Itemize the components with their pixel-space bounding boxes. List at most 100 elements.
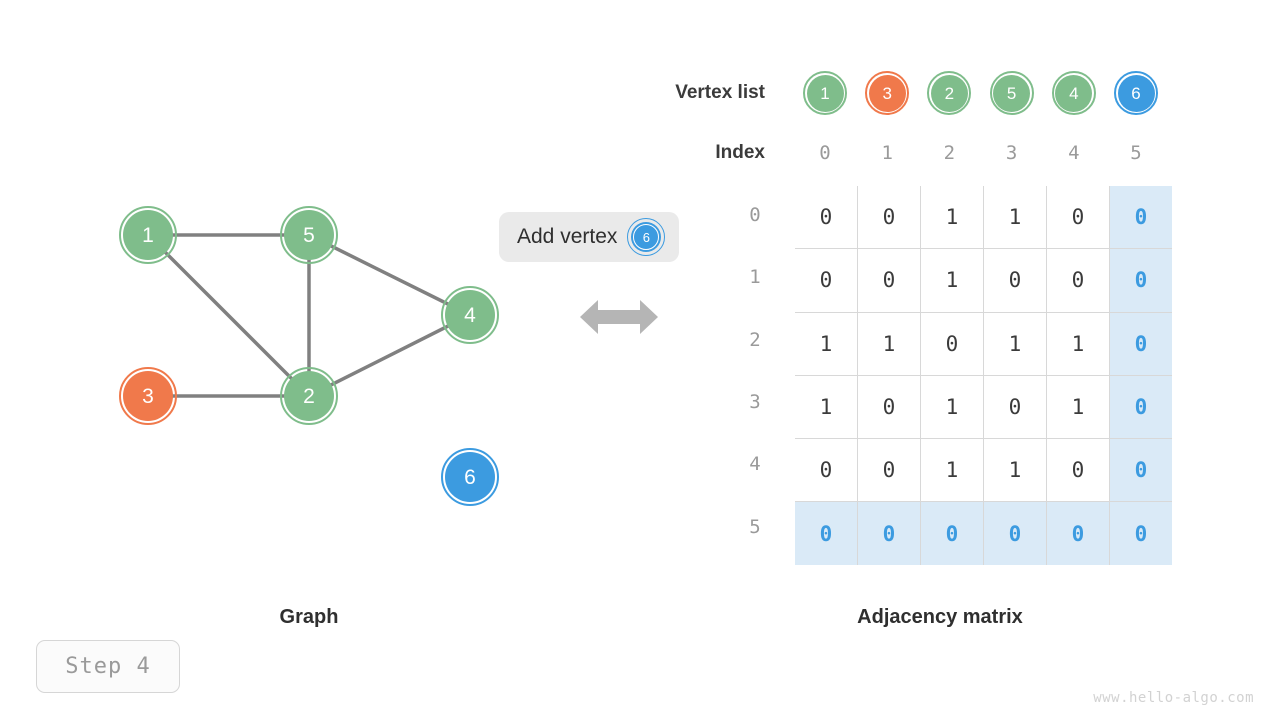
matrix-cell-2-5: 0 bbox=[1109, 311, 1172, 376]
matrix-cell-3-3: 0 bbox=[983, 374, 1047, 440]
graph-node-3[interactable]: 3 bbox=[123, 371, 173, 421]
matrix-cell-3-4: 1 bbox=[1046, 374, 1110, 440]
matrix-cell-2-3: 1 bbox=[983, 311, 1047, 376]
vertex-list-item-4[interactable]: 4 bbox=[1055, 74, 1093, 112]
index-value-0: 0 bbox=[819, 142, 831, 164]
matrix-cell-3-1: 0 bbox=[857, 374, 921, 440]
matrix-cell-4-4: 0 bbox=[1046, 438, 1110, 503]
matrix-cell-3-5: 0 bbox=[1109, 374, 1172, 440]
matrix-cell-5-3: 0 bbox=[983, 501, 1047, 565]
matrix-cell-0-4: 0 bbox=[1046, 186, 1110, 250]
node-label: 6 bbox=[642, 229, 650, 245]
vertex-list-item-6[interactable]: 6 bbox=[1117, 74, 1155, 112]
vertex-label: 3 bbox=[882, 83, 892, 103]
node-outer-ring bbox=[119, 367, 177, 425]
index-label: Index bbox=[715, 142, 765, 163]
matrix-row-label-1: 1 bbox=[749, 266, 761, 289]
matrix-cell-0-3: 1 bbox=[983, 186, 1047, 250]
matrix-cell-5-1: 0 bbox=[857, 501, 921, 565]
matrix-cell-1-1: 0 bbox=[857, 248, 921, 313]
matrix-cell-4-0: 0 bbox=[795, 438, 858, 503]
node-label: 3 bbox=[142, 384, 154, 408]
graph-node-1[interactable]: 1 bbox=[123, 210, 173, 260]
matrix-cell-3-2: 1 bbox=[920, 374, 984, 440]
graph-edge bbox=[308, 313, 471, 398]
vertex-label: 6 bbox=[1131, 83, 1141, 103]
matrix-caption: Adjacency matrix bbox=[857, 606, 1023, 628]
index-value-1: 1 bbox=[881, 142, 893, 164]
add-vertex-node: 6 bbox=[627, 218, 666, 256]
vertex-list-item-3[interactable]: 3 bbox=[868, 74, 906, 112]
matrix-cell-1-0: 0 bbox=[795, 248, 858, 313]
matrix-cell-0-2: 1 bbox=[920, 186, 984, 250]
graph-node-6[interactable]: 6 bbox=[445, 452, 495, 502]
matrix-row-label-0: 0 bbox=[749, 204, 761, 227]
vertex-list-item-5[interactable]: 5 bbox=[993, 74, 1031, 112]
vertex-label: 5 bbox=[1006, 83, 1017, 103]
matrix-cell-2-1: 1 bbox=[857, 311, 921, 376]
matrix-cell-4-2: 1 bbox=[920, 438, 984, 503]
matrix-cell-0-0: 0 bbox=[795, 186, 858, 250]
add-vertex-outer-ring bbox=[627, 218, 666, 256]
double-headed-arrow-icon bbox=[580, 300, 658, 334]
matrix-row-label-3: 3 bbox=[749, 391, 761, 414]
matrix-cell-0-5: 0 bbox=[1109, 186, 1172, 250]
add-vertex-label: Add vertex bbox=[517, 225, 618, 248]
vertex-label: 4 bbox=[1069, 83, 1079, 103]
node-outer-ring bbox=[280, 367, 338, 425]
matrix-cell-5-2: 0 bbox=[920, 501, 984, 565]
step-indicator: Step 4 bbox=[36, 640, 180, 693]
matrix-cell-3-0: 1 bbox=[795, 374, 858, 440]
matrix-cell-5-0: 0 bbox=[795, 501, 858, 565]
node-outer-ring bbox=[280, 206, 338, 264]
graph-edge-layer bbox=[146, 233, 471, 398]
vertex-outer-ring bbox=[927, 71, 972, 115]
graph-node-4[interactable]: 4 bbox=[445, 290, 495, 340]
matrix-cell-4-1: 0 bbox=[857, 438, 921, 503]
add-vertex-badge[interactable]: Add vertex 6 bbox=[499, 212, 680, 262]
node-label: 1 bbox=[142, 223, 154, 247]
matrix-row-label-4: 4 bbox=[749, 453, 761, 476]
index-value-4: 4 bbox=[1068, 142, 1080, 164]
vertex-label: 2 bbox=[944, 83, 955, 103]
node-label: 5 bbox=[303, 223, 315, 247]
matrix-cell-0-1: 0 bbox=[857, 186, 921, 250]
vertex-list-item-2[interactable]: 2 bbox=[930, 74, 968, 112]
graph-node-2[interactable]: 2 bbox=[284, 371, 334, 421]
vertex-outer-ring bbox=[1051, 71, 1096, 115]
vertex-outer-ring bbox=[803, 71, 847, 115]
vertex-list-item-1[interactable]: 1 bbox=[806, 74, 844, 112]
vertex-list-label: Vertex list bbox=[675, 82, 765, 103]
watermark: www.hello-algo.com bbox=[1093, 690, 1254, 706]
index-value-3: 3 bbox=[1005, 142, 1018, 164]
node-label: 4 bbox=[464, 303, 476, 327]
matrix-cell-2-2: 0 bbox=[920, 311, 984, 376]
index-value-5: 5 bbox=[1130, 142, 1142, 164]
matrix-cell-4-3: 1 bbox=[983, 438, 1047, 503]
matrix-cell-1-2: 1 bbox=[920, 248, 984, 313]
node-outer-ring bbox=[441, 286, 499, 344]
index-value-2: 2 bbox=[943, 142, 956, 164]
matrix-cell-1-5: 0 bbox=[1109, 248, 1172, 313]
matrix-cell-5-5: 0 bbox=[1109, 501, 1172, 565]
graph-node-5[interactable]: 5 bbox=[284, 210, 334, 260]
matrix-row-label-2: 2 bbox=[749, 328, 761, 351]
matrix-cell-2-0: 1 bbox=[795, 311, 858, 376]
matrix-cell-1-3: 0 bbox=[983, 248, 1047, 313]
vertex-outer-ring bbox=[865, 71, 910, 115]
graph-edge bbox=[146, 233, 311, 398]
matrix-cell-2-4: 1 bbox=[1046, 311, 1110, 376]
matrix-cell-5-4: 0 bbox=[1046, 501, 1110, 565]
matrix-row-label-5: 5 bbox=[749, 515, 761, 538]
node-label: 2 bbox=[303, 384, 315, 408]
vertex-outer-ring bbox=[1114, 71, 1158, 115]
node-outer-ring bbox=[441, 448, 499, 506]
